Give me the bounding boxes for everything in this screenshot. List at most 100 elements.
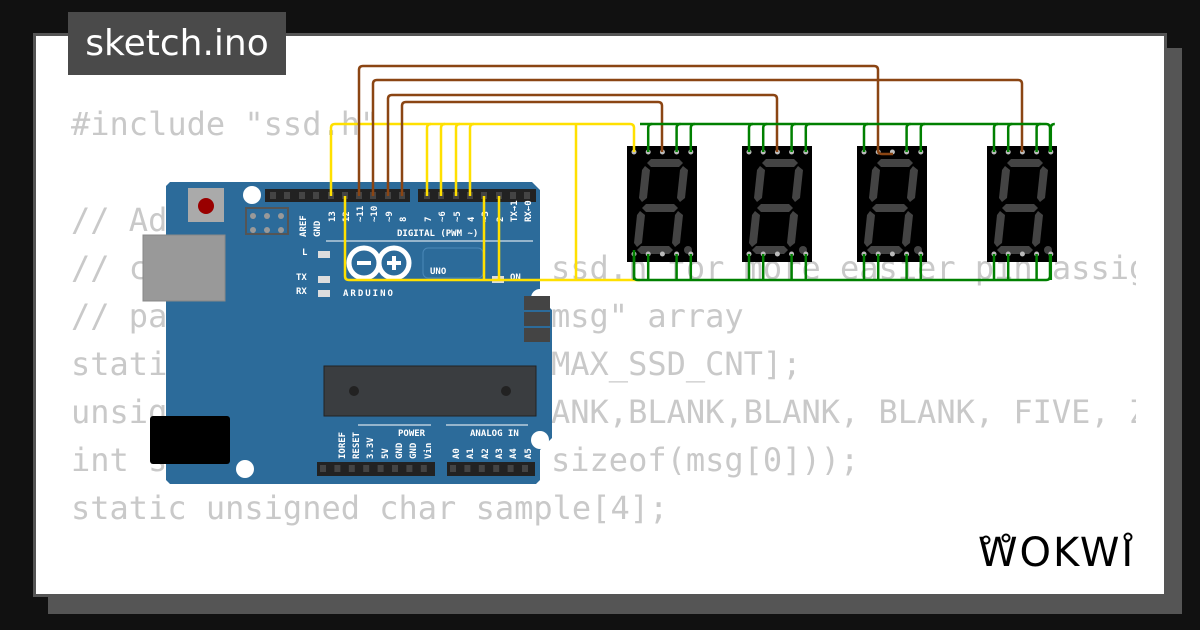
sketch-title: sketch.ino bbox=[68, 12, 286, 75]
wire-pin9 bbox=[386, 93, 779, 196]
wire-green bbox=[675, 122, 681, 152]
icsp-pin bbox=[278, 213, 284, 219]
digital-pin-label: ~11 bbox=[356, 206, 366, 222]
wire-yellow bbox=[425, 122, 432, 196]
wire-green bbox=[992, 122, 999, 152]
wokwi-logo: WOKWI bbox=[976, 528, 1151, 580]
wire-green bbox=[1049, 122, 1055, 152]
status-led bbox=[318, 290, 330, 297]
wire-green bbox=[689, 122, 695, 152]
power-label: POWER bbox=[398, 429, 426, 439]
header-pin bbox=[299, 192, 305, 199]
analog-pin-label: A5 bbox=[524, 448, 534, 459]
power-jack bbox=[150, 416, 230, 464]
digital-pin-label: TX→1 bbox=[510, 200, 520, 222]
code-line-right: ANK,BLANK,BLANK, BLANK, FIVE, Z bbox=[551, 393, 1136, 431]
icsp-pin bbox=[250, 227, 256, 233]
status-led bbox=[318, 251, 330, 258]
digital-label: DIGITAL (PWM ~) bbox=[397, 229, 478, 239]
analog-header bbox=[447, 462, 535, 476]
code-line-left: // pa bbox=[71, 297, 168, 335]
digital-pin-label: ~6 bbox=[438, 211, 448, 222]
digital-pin-label: 7 bbox=[424, 217, 434, 222]
wire-yellow bbox=[439, 122, 446, 196]
icsp-pin bbox=[278, 227, 284, 233]
power-header bbox=[317, 462, 435, 476]
logo-minus bbox=[357, 261, 371, 265]
mount-hole bbox=[243, 186, 261, 204]
digital-pin-label: GND bbox=[313, 220, 323, 237]
led-on-label: ON bbox=[510, 273, 521, 283]
wire-green bbox=[1035, 122, 1041, 152]
arduino-logo-right bbox=[376, 245, 412, 281]
led-tx-label: TX bbox=[296, 273, 307, 283]
power-pin-label: Vin bbox=[423, 443, 434, 459]
digital-header-right bbox=[418, 189, 536, 202]
digital-pin-label: 13 bbox=[328, 211, 338, 222]
power-pin-label: GND bbox=[395, 442, 405, 459]
header-pin bbox=[348, 465, 355, 472]
header-pin bbox=[496, 192, 502, 199]
digital-pin-label: ~5 bbox=[453, 211, 463, 222]
wire-green bbox=[1006, 122, 1013, 152]
icsp-header bbox=[245, 207, 289, 235]
header-pin bbox=[450, 465, 456, 472]
display-pin bbox=[1019, 251, 1025, 257]
header-pin bbox=[284, 192, 290, 199]
wire-pin13 bbox=[329, 122, 636, 196]
digital-pin-label: 8 bbox=[399, 217, 409, 222]
code-line-left: stati bbox=[71, 345, 168, 383]
wire-green bbox=[790, 122, 796, 152]
header-pin bbox=[406, 465, 413, 472]
header-pin bbox=[507, 465, 514, 472]
display-pin bbox=[659, 251, 665, 257]
icsp2-pin bbox=[524, 296, 550, 310]
wire-pin8 bbox=[400, 100, 664, 196]
header-pin bbox=[313, 192, 319, 199]
digital-pin-label: ~3 bbox=[481, 211, 491, 222]
header-pin bbox=[363, 465, 370, 472]
seven-segment-display bbox=[857, 146, 927, 262]
wire-green bbox=[804, 122, 810, 152]
seven-segment-display bbox=[742, 146, 812, 262]
header-pin bbox=[524, 192, 530, 199]
code-line-right: msg" array bbox=[551, 297, 744, 335]
header-pin bbox=[342, 192, 348, 199]
digital-pin-label: ~10 bbox=[370, 206, 380, 222]
chip-notch bbox=[349, 386, 359, 396]
header-pin bbox=[320, 465, 326, 472]
header-pin bbox=[270, 192, 276, 199]
code-line-left: static unsigned char sample[4]; bbox=[71, 489, 669, 527]
logo-plus-v bbox=[392, 256, 396, 270]
wire-green bbox=[905, 122, 911, 152]
code-line-right: sizeof(msg[0])); bbox=[551, 441, 860, 479]
wire-green bbox=[862, 122, 869, 152]
analog-pin-label: A1 bbox=[466, 448, 476, 459]
header-pin bbox=[478, 465, 485, 472]
analog-pin-label: A4 bbox=[509, 448, 519, 459]
header-pin bbox=[334, 465, 341, 472]
digital-pin-label: 4 bbox=[467, 216, 477, 222]
code-line-right: MAX_SSD_CNT]; bbox=[551, 345, 802, 383]
wire-yellow bbox=[454, 122, 461, 196]
header-pin bbox=[493, 465, 500, 472]
header-pin bbox=[464, 465, 471, 472]
power-pin-label: IOREF bbox=[338, 432, 348, 459]
display-pin bbox=[774, 251, 780, 257]
wire-green bbox=[919, 122, 925, 152]
atmega-chip bbox=[323, 365, 537, 417]
icsp2-pin bbox=[524, 328, 550, 342]
led-rx-label: RX bbox=[296, 287, 307, 297]
digital-pin-label: ~9 bbox=[385, 211, 395, 222]
mount-hole bbox=[531, 431, 549, 449]
analog-label: ANALOG IN bbox=[470, 429, 519, 439]
header-pin bbox=[392, 465, 398, 472]
wire-yellow bbox=[468, 122, 475, 196]
digital-pin-label: 12 bbox=[342, 211, 352, 222]
header-pin bbox=[510, 192, 516, 199]
header-pin bbox=[481, 192, 487, 199]
header-pin bbox=[522, 465, 528, 472]
power-pin-label: GND bbox=[409, 442, 419, 459]
